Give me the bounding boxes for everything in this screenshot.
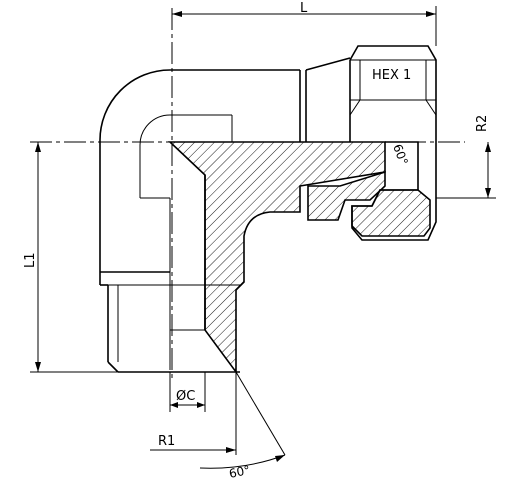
dimension-angle-base: 60°: [199, 371, 286, 481]
dimension-label-radius-base: R1: [158, 434, 175, 449]
dimension-bore: ØC: [169, 372, 206, 412]
hex-label: HEX 1: [372, 68, 411, 83]
dimension-label-radius-nut: R2: [475, 115, 490, 132]
dimension-radius-base: R1: [150, 372, 237, 455]
base-angle-label: 60°: [228, 463, 252, 481]
center-lines: [30, 8, 465, 380]
swivel-nut: [349, 45, 437, 241]
elbow-body: [99, 69, 301, 370]
dimension-radius-nut: R2: [436, 115, 496, 199]
dimension-label-length: L: [300, 1, 308, 16]
cone-seal: [307, 170, 386, 221]
section-body: [167, 141, 386, 375]
dimension-label-height: L1: [23, 252, 38, 268]
dimension-height: L1: [23, 142, 118, 373]
dimension-length: L: [172, 1, 437, 46]
tube-stub: [305, 57, 351, 142]
cone-angle-label: 60°: [390, 142, 410, 167]
dimension-label-bore: ØC: [176, 389, 195, 404]
